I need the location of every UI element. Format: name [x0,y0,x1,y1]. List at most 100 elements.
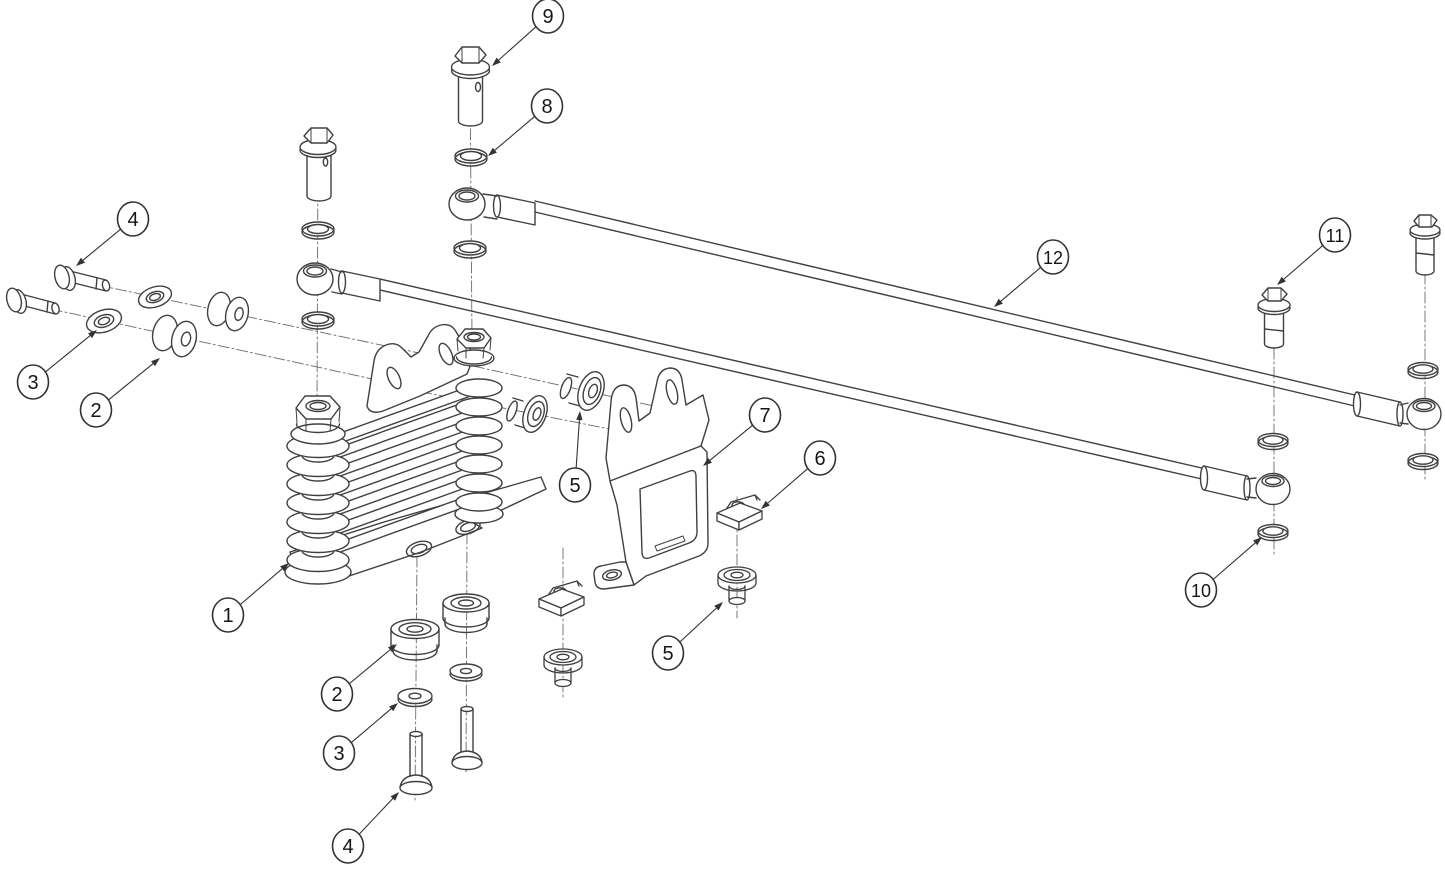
callout-10: 10 [1184,537,1262,608]
callout-number: 2 [331,684,342,706]
callout-circle [16,364,50,400]
callout-number: 9 [542,6,553,28]
clip-nut-lower [538,580,585,617]
hex-bolt-4-lower [5,287,60,315]
callout-number: 7 [759,405,770,427]
callout-leader-line [498,26,537,61]
flat-washer-3-bottom [397,687,433,708]
hex-bolt-4-upper [53,264,111,292]
rubber-mount-5-bottom-right [717,566,757,606]
callout-leader-line [494,115,536,151]
callout-11: 11 [1277,217,1352,285]
callout-leader-line [709,424,753,461]
sealing-washer [1407,361,1439,380]
callout-circle [211,597,245,633]
oil-cooler-fins-left [284,433,352,585]
callout-4: 4 [331,792,399,864]
oil-cooler-top-tab [366,323,474,413]
grommet-bottom-right [442,593,490,634]
callout-circle [116,201,150,237]
oil-cooler [284,323,547,585]
callout-number: 1 [222,605,233,627]
callout-circle [803,440,837,476]
flat-washer-3 [85,308,123,334]
oil-cooler-fins-right [454,378,504,524]
callout-5: 5 [558,411,592,503]
callout-arrowhead [389,703,398,712]
oil-cooler-port-nut-left [290,395,346,445]
callout-circle [1184,572,1218,608]
callout-arrowhead [761,500,770,509]
rubber-mount-5-side-right [559,371,605,411]
centerline [414,555,418,801]
callout-number: 2 [90,400,101,422]
callout-number: 3 [27,372,38,394]
callout-circle [530,88,564,124]
callout-number: 6 [814,448,825,470]
callout-4: 4 [76,201,150,266]
clip-nut-6 [716,494,763,531]
callout-leader-line [1283,245,1324,280]
banjo-fitting-lower-left [296,262,343,296]
callout-12: 12 [994,239,1070,307]
grommet-2-bottom-left [390,618,440,661]
callout-circle [1036,239,1070,275]
callout-arrowhead [703,457,712,466]
callout-leader-line [358,798,394,835]
callout-number: 5 [662,643,673,665]
callout-circle [651,635,685,671]
callout-leader-line [350,708,392,744]
sealing-washer-8 [454,148,488,167]
callout-number: 11 [1326,226,1345,246]
callout-leader-line [1212,542,1256,580]
callout-leader-line [348,649,391,685]
callout-circle [748,397,782,433]
callout-6: 6 [761,440,837,509]
callout-circle [79,392,113,428]
centerline [465,532,468,773]
callout-circle [320,676,354,712]
callout-number: 4 [342,836,353,858]
callout-1: 1 [211,563,289,633]
callout-3: 3 [16,330,97,400]
centerlines-layer [13,71,1426,801]
rubber-mount-5-side-left [506,395,548,433]
callout-leader-line [108,363,154,401]
flat-washer-upper [137,285,173,309]
callout-arrowhead [1277,276,1286,285]
callout-leader-line [1000,266,1042,302]
oil-line-upper [448,187,1442,431]
sealing-washer [1407,452,1439,471]
banjo-bolt-9 [450,46,491,127]
callout-arrowhead [492,57,501,66]
callout-leader-line [575,419,580,470]
callout-arrowhead [390,792,399,801]
banjo-bolt-left [299,127,337,202]
button-bolt-bottom-right [451,705,483,771]
banjo-fitting-upper-left [448,187,498,221]
sealing-washer-10 [1257,523,1289,542]
callout-arrowhead [488,147,497,156]
callout-arrowhead [150,358,160,367]
callout-leader-line [82,228,122,261]
callout-2: 2 [320,644,397,712]
mounting-bracket-7 [593,367,710,590]
callout-2: 2 [79,358,160,428]
callout-leader-line [45,335,91,373]
callout-arrowhead [576,411,583,421]
callout-number: 8 [541,96,552,118]
callout-number: 3 [333,743,344,765]
callout-arrowhead [280,563,289,572]
callout-circle [322,735,356,771]
callout-leader-line [679,607,717,643]
oil-line-lower [296,262,1291,506]
callout-circle [558,467,592,503]
callout-circle [531,0,565,34]
callout-arrowhead [994,298,1003,307]
grommet-upper [206,291,250,332]
callout-arrowhead [388,644,397,653]
callout-5: 5 [651,602,723,671]
sealing-washer [453,240,487,259]
